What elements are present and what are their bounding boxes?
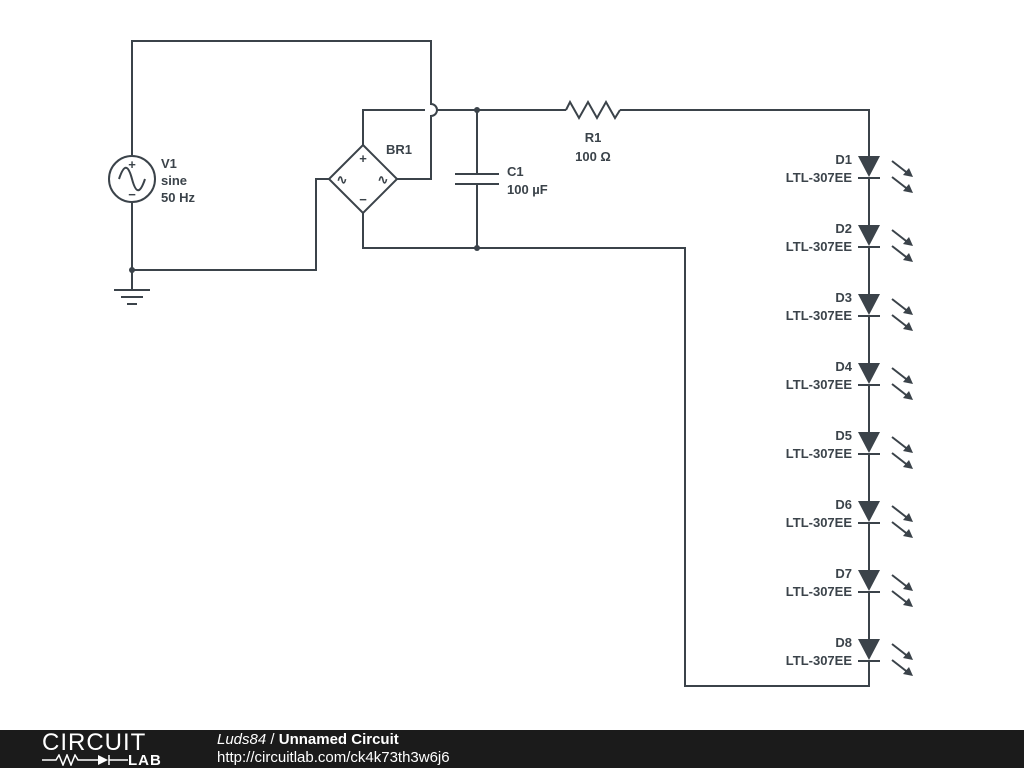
source-minus-sign: − — [128, 187, 136, 202]
bridge-rectifier-br1: + − ∿ ∿ BR1 — [327, 142, 412, 215]
led-name: D4 — [835, 359, 852, 374]
led-name: D7 — [835, 566, 852, 581]
light-emission-arrow-icon — [891, 383, 913, 400]
bridge-name: BR1 — [386, 142, 412, 157]
source-frequency: 50 Hz — [161, 190, 195, 205]
led-name: D3 — [835, 290, 852, 305]
light-emission-arrow-icon — [891, 505, 913, 522]
source-plus-sign: + — [128, 157, 136, 172]
light-emission-arrow-icon — [891, 436, 913, 453]
led-part-number: LTL-307EE — [786, 584, 853, 599]
led-triangle — [858, 570, 880, 591]
led-part-number: LTL-307EE — [786, 377, 853, 392]
footer-bar: CIRCUIT LAB Luds84 / Unnamed Circuit htt… — [0, 730, 1024, 768]
led-part-number: LTL-307EE — [786, 446, 853, 461]
logo-resistor-diode-icon — [42, 754, 128, 766]
voltage-source-v1: + − V1 sine 50 Hz — [108, 155, 195, 205]
ground-symbol — [114, 289, 150, 305]
led-name: D1 — [835, 152, 852, 167]
wire-bridge-minus — [362, 213, 870, 687]
light-emission-arrow-icon — [891, 229, 913, 246]
led-name: D2 — [835, 221, 852, 236]
led-part-number: LTL-307EE — [786, 170, 853, 185]
capacitor-c1: C1 100 µF — [455, 164, 548, 197]
light-emission-arrow-icon — [891, 314, 913, 331]
resistor-zigzag — [565, 99, 621, 121]
wire-bridge-plus — [362, 109, 566, 145]
source-waveform: sine — [161, 173, 187, 188]
bridge-minus-sign: − — [359, 192, 367, 207]
source-name: V1 — [161, 156, 177, 171]
junction-dot — [129, 267, 135, 273]
led-part-number: LTL-307EE — [786, 308, 853, 323]
bridge-plus-sign: + — [359, 151, 367, 166]
led-triangle — [858, 294, 880, 315]
wires — [131, 40, 870, 687]
led-triangle — [858, 363, 880, 384]
led-triangle — [858, 156, 880, 177]
light-emission-arrow-icon — [891, 521, 913, 538]
title-separator: / — [266, 731, 279, 748]
bridge-diamond — [327, 143, 399, 215]
circuitlab-logo[interactable]: CIRCUIT LAB — [42, 729, 177, 769]
led-name: D8 — [835, 635, 852, 650]
led-chain: D1LTL-307EED2LTL-307EED3LTL-307EED4LTL-3… — [786, 152, 913, 676]
resistor-name: R1 — [585, 130, 602, 145]
light-emission-arrow-icon — [891, 298, 913, 315]
led-triangle — [858, 639, 880, 660]
light-emission-arrow-icon — [891, 574, 913, 591]
light-emission-arrow-icon — [891, 643, 913, 660]
junction-dot — [474, 245, 480, 251]
wire-top-loop — [131, 40, 438, 180]
led-name: D6 — [835, 497, 852, 512]
logo-wordmark-top: CIRCUIT — [42, 729, 147, 756]
light-emission-arrow-icon — [891, 176, 913, 193]
sine-wave-icon — [118, 166, 146, 192]
led-name: D5 — [835, 428, 852, 443]
junction-dot — [474, 107, 480, 113]
logo-wordmark-bottom: LAB — [128, 752, 162, 769]
capacitor-value: 100 µF — [507, 182, 548, 197]
led-triangle — [858, 501, 880, 522]
led-part-number: LTL-307EE — [786, 239, 853, 254]
resistor-value: 100 Ω — [575, 149, 611, 164]
capacitor-plates — [455, 173, 499, 185]
circuit-schematic: + − V1 sine 50 Hz + − ∿ ∿ BR1 C1 100 µF … — [108, 40, 913, 687]
bridge-ac-right: ∿ — [378, 172, 389, 187]
light-emission-arrow-icon — [891, 160, 913, 177]
owner-link[interactable]: Luds84 — [217, 731, 267, 748]
light-emission-arrow-icon — [891, 245, 913, 262]
capacitor-name: C1 — [507, 164, 524, 179]
resistor-r1: R1 100 Ω — [565, 99, 621, 164]
circuit-url[interactable]: http://circuitlab.com/ck4k73th3w6j6 — [217, 749, 450, 766]
light-emission-arrow-icon — [891, 590, 913, 607]
light-emission-arrow-icon — [891, 452, 913, 469]
wire-ground-to-bridge — [132, 178, 329, 271]
led-triangle — [858, 432, 880, 453]
led-triangle — [858, 225, 880, 246]
bridge-ac-left: ∿ — [337, 172, 348, 187]
led-part-number: LTL-307EE — [786, 653, 853, 668]
light-emission-arrow-icon — [891, 659, 913, 676]
circuit-title-line: Luds84 / Unnamed Circuit — [217, 731, 399, 749]
light-emission-arrow-icon — [891, 367, 913, 384]
led-part-number: LTL-307EE — [786, 515, 853, 530]
source-circle — [108, 155, 156, 203]
wire-r1-to-leds — [620, 109, 870, 156]
circuit-title[interactable]: Unnamed Circuit — [278, 731, 399, 748]
